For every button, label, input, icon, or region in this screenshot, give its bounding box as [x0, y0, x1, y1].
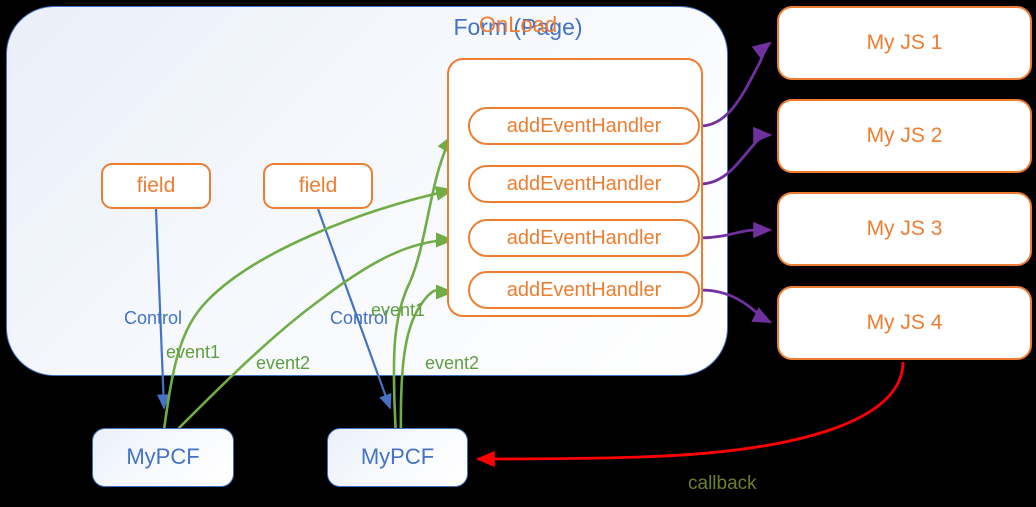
- edge-label-control-1: Control: [124, 308, 183, 328]
- edge-label-control-2: Control: [330, 308, 389, 328]
- edge-label-event1-a: event1: [166, 342, 221, 362]
- edge-js-1: [699, 41, 772, 128]
- add-event-handler-1[interactable]: addEventHandler: [468, 107, 700, 145]
- edge-label-event2-b: event2: [425, 353, 480, 373]
- edge-event1-b: [392, 134, 454, 438]
- edge-control-1: [154, 208, 170, 410]
- edge-event2-b: [399, 284, 455, 438]
- pcf-control-1[interactable]: MyPCF: [92, 428, 234, 487]
- edge-label-callback: callback: [688, 473, 757, 494]
- field-box-2[interactable]: field: [263, 163, 373, 209]
- pcf-control-2[interactable]: MyPCF: [327, 428, 468, 487]
- js-module-3[interactable]: My JS 3: [777, 192, 1032, 266]
- edge-js-3: [699, 221, 773, 240]
- js-module-1[interactable]: My JS 1: [777, 6, 1032, 80]
- add-event-handler-4[interactable]: addEventHandler: [468, 271, 700, 309]
- edge-control-2: [316, 208, 392, 410]
- add-event-handler-2[interactable]: addEventHandler: [468, 165, 700, 203]
- edge-js-2: [699, 126, 773, 186]
- form-page-title: Form (Page): [453, 14, 583, 40]
- field-box-1[interactable]: field: [101, 163, 211, 209]
- edge-label-event1-b: event1: [371, 300, 426, 320]
- onload-title: OnLoad: [478, 12, 558, 37]
- edge-label-event2-a: event2: [256, 353, 311, 373]
- add-event-handler-3[interactable]: addEventHandler: [468, 219, 700, 257]
- js-module-2[interactable]: My JS 2: [777, 99, 1032, 173]
- edge-event1-a: [161, 186, 455, 438]
- edge-js-4: [699, 288, 773, 324]
- js-module-4[interactable]: My JS 4: [777, 286, 1032, 360]
- edge-event2-a: [169, 232, 455, 438]
- edge-callback: [475, 361, 905, 468]
